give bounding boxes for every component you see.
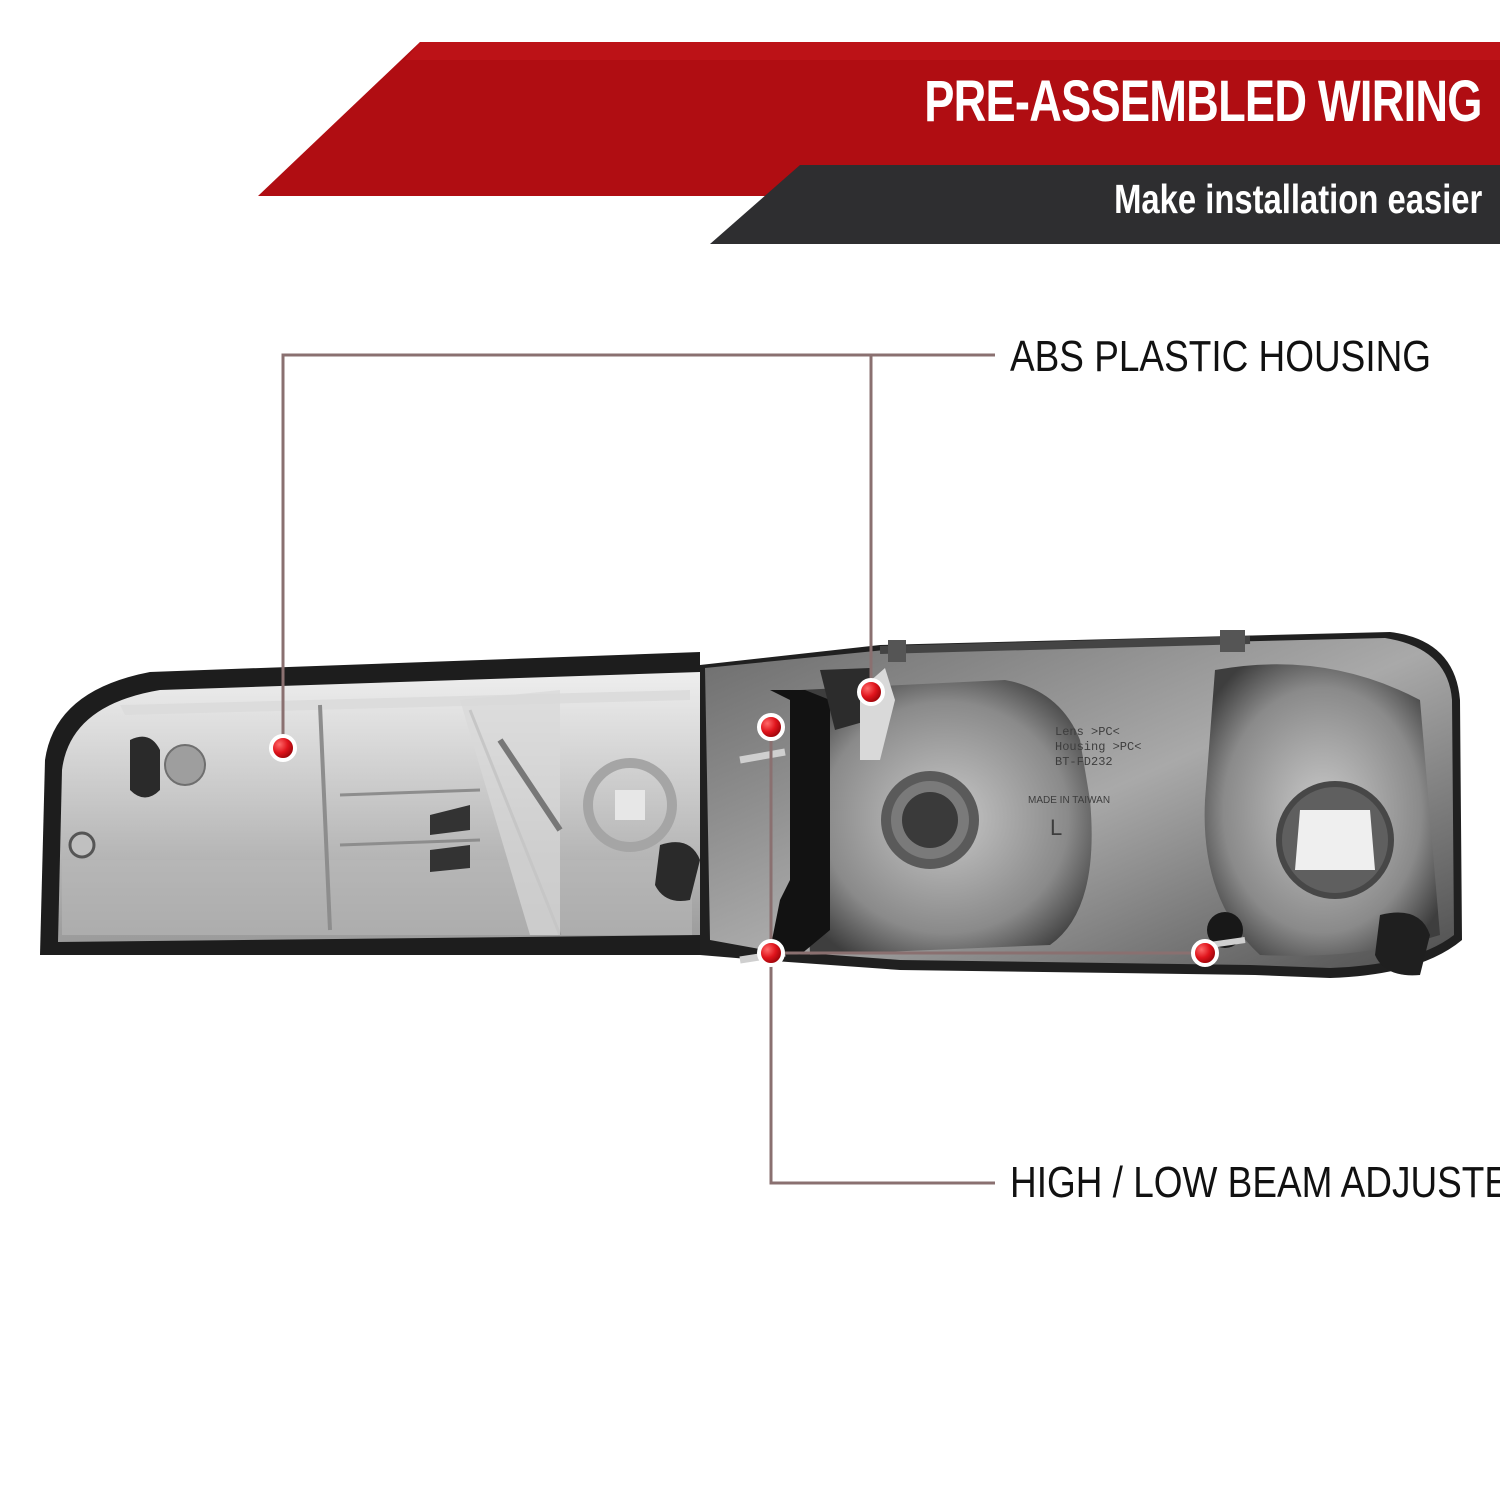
housing-material-text: Housing >PC< (1055, 740, 1141, 754)
callout-line-housing (281, 353, 995, 748)
clip-left-1 (130, 736, 160, 798)
screw-hole (68, 831, 96, 859)
banner-red-band (258, 42, 1500, 196)
made-in-text: MADE IN TAIWAN (1028, 795, 1110, 806)
banner-title: PRE-ASSEMBLED WIRING (924, 69, 1483, 134)
marker-housing-left (269, 734, 297, 762)
headlight-assembly: Lens >PC< Housing >PC< BT-FD232 MADE IN … (40, 630, 1462, 978)
adjuster-bracket (770, 690, 830, 955)
banner-red-shade (405, 42, 1500, 60)
marker-housing-right (857, 678, 885, 706)
callout-lines (281, 353, 1205, 1185)
callout-markers (269, 678, 1219, 967)
callout-adjusters-label: HIGH / LOW BEAM ADJUSTERS (1010, 1158, 1500, 1207)
side-indicator-text: L (1050, 815, 1062, 840)
left-socket-ring (583, 758, 677, 852)
lens-material-text: Lens >PC< (1055, 725, 1120, 739)
marker-adjuster-lower (757, 939, 785, 967)
clip-left-2 (655, 842, 700, 901)
part-number-text: BT-FD232 (1055, 755, 1113, 769)
chrome-lower-strip (62, 860, 692, 935)
banner-dark-band (710, 165, 1500, 244)
banner-subtitle: Make installation easier (1113, 176, 1482, 222)
callout-housing-label: ABS PLASTIC HOUSING (1010, 332, 1432, 381)
callout-line-adjuster-vertical (769, 727, 995, 1185)
marker-adjuster-upper (757, 713, 785, 741)
marker-adjuster-right (1191, 939, 1219, 967)
